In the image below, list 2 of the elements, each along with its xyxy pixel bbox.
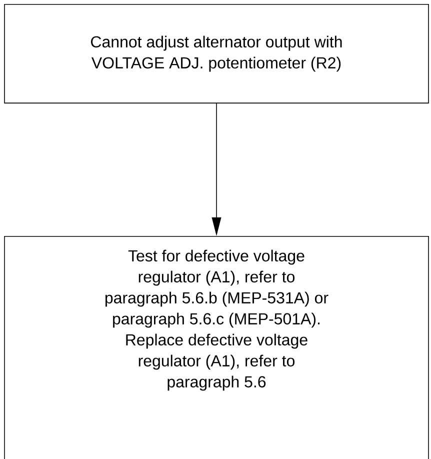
process-box: Cannot adjust alternator output with VOLTAGE ADJ. potentiometer (R2) [4, 4, 429, 104]
process-box: Test for defective voltage regulator (A1), refer to paragraph 5.6.b (MEP-531A) or paragraph 5.6.c (MEP-501A). Replace defective voltage regulator (A1), refer to paragraph 5.6 [4, 236, 429, 459]
